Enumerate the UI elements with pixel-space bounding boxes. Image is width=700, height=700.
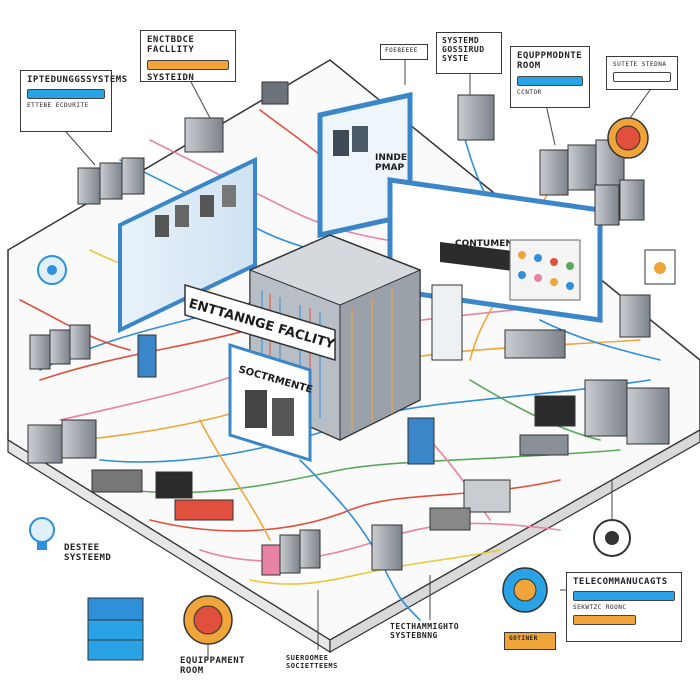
callout-equipment-room-top: EQUPPMODNTE ROOM CCNTOR [510, 46, 590, 108]
callout-top-right-bar [613, 72, 671, 82]
callout-custom-system-line2: GOSSIRUD [442, 45, 485, 55]
label-equipment-room-bottom: EQUIPPAMENT ROOM [180, 656, 246, 677]
control-header-label: CONTUMENTS [455, 239, 526, 249]
router-top-left [184, 81, 289, 153]
callout-electronic-facility-bar [147, 59, 229, 70]
orange-badge-icon [607, 117, 649, 159]
callout-integrated-systems-title: IPTEDUNGGSSYSTEMS [27, 75, 128, 85]
callout-electronic-facility-line2: SYSTEIDN [147, 72, 195, 83]
dial-icon [593, 519, 631, 557]
equipment-room-bottom-icons [29, 517, 233, 661]
monitor-right [519, 395, 576, 456]
callout-telecom-bottom-right-bar2 [573, 615, 637, 626]
bottom-center-racks [261, 524, 403, 576]
telecom-tag: GOTINER [504, 632, 556, 650]
callout-top-right-text: SUTETE STEDNA [613, 61, 667, 68]
lightbulb-icon [29, 517, 55, 550]
callout-custom-system: SYSTEMD GOSSIRUD SYSTE [436, 32, 502, 74]
telecom-tag-text: GOTINER [509, 635, 538, 642]
server-tower-top [457, 94, 495, 141]
gear-icon [37, 255, 67, 285]
callout-telecom-bottom-right-bar [573, 591, 675, 602]
callout-equipment-room-top-bar [517, 75, 583, 86]
callout-top-small-text: FOEBEEEE [385, 47, 418, 54]
wall-socket-icon [644, 249, 676, 285]
callout-equipment-room-top-sub: CCNTOR [517, 88, 542, 96]
callout-telecom-bottom-right-sub: SEKWTZC ROONC [573, 604, 627, 612]
callout-custom-system-line3: SYSTE [442, 54, 469, 64]
callout-electronic-facility-line1: ENCTBDCE FACLLITY [147, 35, 195, 56]
callout-top-small: FOEBEEEE [380, 44, 428, 60]
callout-telecom-bottom-right-title: TELECOMMANUCAGTS [573, 577, 668, 587]
callout-equipment-room-top-title: EQUPPMODNTE ROOM [517, 51, 583, 72]
router-right [504, 294, 651, 359]
left-rack-row [29, 324, 157, 378]
teal-hub-icon [502, 567, 548, 613]
device-center [407, 417, 511, 531]
orange-hub-icon [183, 595, 233, 645]
left-wall-panel [118, 156, 257, 334]
telecom-icons [502, 519, 631, 613]
callout-electronic-facility: ENCTBDCE FACLLITY SYSTEIDN [140, 30, 236, 83]
laptop-left [155, 471, 234, 521]
label-telecom-bottom: TECTHAMMIGHTO SYSTEBNNG [390, 622, 460, 641]
label-left-system: DESTEE SYSTEEMD [64, 543, 112, 564]
server-stack-icon [87, 597, 144, 661]
callout-custom-system-line1: SYSTEMD [442, 36, 480, 45]
callout-telecom-bottom-right: TELECOMMANUCAGTS SEKWTZC ROONC [566, 572, 682, 642]
left-server-bank [77, 157, 145, 205]
label-bottom-center: SUEROOMEE SOCIETTEEMS [286, 654, 338, 671]
callout-integrated-systems: IPTEDUNGGSSYSTEMS ETTEBE ECDURITE [20, 70, 128, 132]
equipment-devices [27, 81, 676, 576]
left-storage-block [27, 419, 143, 493]
callout-top-right: SUTETE STEDNA [606, 56, 678, 90]
server-block-right [584, 379, 670, 445]
callout-integrated-systems-sub: ETTEBE ECDURITE [27, 102, 89, 110]
callout-integrated-systems-bar [27, 89, 105, 100]
